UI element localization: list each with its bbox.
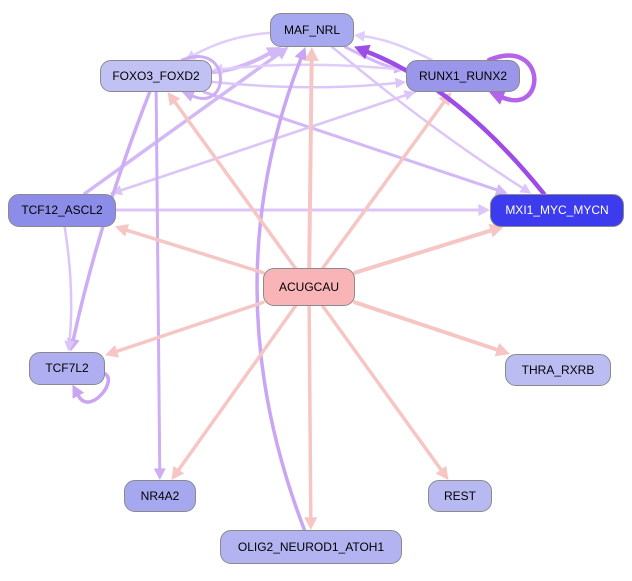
edge-line [177, 304, 298, 472]
edge-line [307, 304, 313, 520]
arrowhead [304, 517, 318, 530]
edge-TCF12_ASCL2-TCF7L2[interactable] [63, 225, 75, 352]
edge-line [210, 80, 397, 89]
node-label: OLIG2_NEUROD1_ATOH1 [237, 540, 385, 554]
edge-ACUGCAU-MXI1_MYC_MYCN[interactable] [353, 223, 504, 275]
edge-ACUGCAU-OLIG2_NEUROD1_ATOH1[interactable] [304, 304, 318, 530]
edge-line [63, 225, 73, 343]
node-label: FOXO3_FOXD2 [112, 69, 200, 83]
edge-line [154, 90, 162, 470]
arrowhead [105, 345, 120, 358]
arrowhead [114, 224, 129, 237]
edge-line [202, 90, 499, 192]
arrowhead [494, 342, 510, 357]
edge-line [115, 300, 265, 353]
edge-line [353, 300, 499, 352]
edge-line [173, 100, 297, 270]
node-label: REST [443, 489, 476, 503]
edge-ACUGCAU-TCF12_ASCL2[interactable] [114, 224, 265, 275]
edge-line [192, 31, 272, 57]
edge-FOXO3_FOXD2-FOXO3_FOXD2[interactable] [180, 55, 223, 102]
edge-line [320, 304, 443, 472]
node-MXI1_MYC_MYCN[interactable]: MXI1_MYC_MYCN [490, 193, 624, 227]
arrowhead [182, 90, 196, 102]
arrowhead [304, 47, 319, 61]
node-TCF7L2[interactable]: TCF7L2 [29, 351, 105, 385]
edge-FOXO3_FOXD2-RUNX1_RUNX2[interactable] [210, 77, 406, 89]
edge-line [180, 55, 223, 100]
edge-ACUGCAU-THRA_RXRB[interactable] [353, 300, 510, 357]
edge-MXI1_MYC_MYCN-MAF_NRL[interactable] [354, 44, 546, 196]
arrowhead [494, 184, 508, 196]
node-label: NR4A2 [140, 489, 180, 503]
arrowhead [354, 44, 371, 60]
arrowhead [489, 90, 506, 105]
edge-OLIG2_NEUROD1_ATOH1-MAF_NRL[interactable] [255, 47, 307, 532]
edge-RUNX1_RUNX2-MAF_NRL[interactable] [354, 30, 433, 62]
edge-TCF7L2-TCF7L2[interactable] [72, 371, 111, 404]
arrowhead [354, 30, 366, 42]
node-REST[interactable]: REST [428, 480, 492, 512]
node-label: MAF_NRL [283, 23, 340, 37]
arrowhead [274, 47, 289, 60]
edge-line [83, 52, 280, 196]
edge-ACUGCAU-NR4A2[interactable] [171, 304, 298, 480]
edge-line [76, 371, 111, 404]
node-MAF_NRL[interactable]: MAF_NRL [270, 13, 354, 47]
arrowhead [435, 465, 449, 480]
arrowhead [488, 223, 504, 238]
arrowhead [438, 92, 452, 107]
arrowhead [153, 468, 166, 480]
edge-ACUGCAU-MAF_NRL[interactable] [304, 47, 319, 270]
edge-line [125, 228, 265, 275]
edge-line [221, 63, 408, 72]
edge-line [486, 53, 537, 103]
node-OLIG2_NEUROD1_ATOH1[interactable]: OLIG2_NEUROD1_ATOH1 [220, 530, 402, 564]
node-RUNX1_RUNX2[interactable]: RUNX1_RUNX2 [406, 60, 520, 92]
arrowhead [171, 465, 185, 480]
edge-ACUGCAU-REST[interactable] [320, 304, 449, 480]
node-FOXO3_FOXD2[interactable]: FOXO3_FOXD2 [100, 60, 212, 92]
edge-ACUGCAU-RUNX1_RUNX2[interactable] [321, 92, 452, 270]
node-label: TCF12_ASCL2 [21, 203, 103, 217]
edge-line [343, 45, 396, 70]
arrowhead [72, 384, 85, 399]
node-label: THRA_RXRB [521, 363, 595, 377]
edge-line [321, 100, 446, 270]
node-label: RUNX1_RUNX2 [418, 69, 508, 83]
arrowhead [478, 204, 490, 216]
arrowhead [394, 77, 406, 89]
edge-FOXO3_FOXD2-NR4A2[interactable] [153, 90, 166, 480]
node-ACUGCAU[interactable]: ACUGCAU [263, 268, 355, 306]
arrowhead [167, 92, 181, 107]
arrowhead [64, 340, 75, 352]
node-label: ACUGCAU [278, 280, 339, 294]
edge-line [365, 49, 546, 196]
arrowhead [294, 47, 307, 62]
edge-line [353, 228, 493, 275]
edge-TCF12_ASCL2-MAF_NRL[interactable] [83, 47, 289, 196]
edge-ACUGCAU-TCF7L2[interactable] [105, 300, 265, 358]
edge-line [363, 35, 433, 62]
node-label: TCF7L2 [45, 361, 89, 375]
edge-ACUGCAU-FOXO3_FOXD2[interactable] [167, 92, 297, 270]
edge-TCF12_ASCL2-MXI1_MYC_MYCN[interactable] [114, 204, 490, 216]
edge-RUNX1_RUNX2-RUNX1_RUNX2[interactable] [486, 53, 537, 105]
node-TCF12_ASCL2[interactable]: TCF12_ASCL2 [8, 193, 116, 227]
arrowhead [519, 183, 532, 194]
edge-FOXO3_FOXD2-MXI1_MYC_MYCN[interactable] [202, 90, 508, 196]
edge-line [255, 57, 307, 532]
node-label: MXI1_MYC_MYCN [505, 203, 609, 217]
node-THRA_RXRB[interactable]: THRA_RXRB [505, 354, 611, 386]
edge-line [307, 58, 314, 270]
node-NR4A2[interactable]: NR4A2 [124, 480, 196, 512]
